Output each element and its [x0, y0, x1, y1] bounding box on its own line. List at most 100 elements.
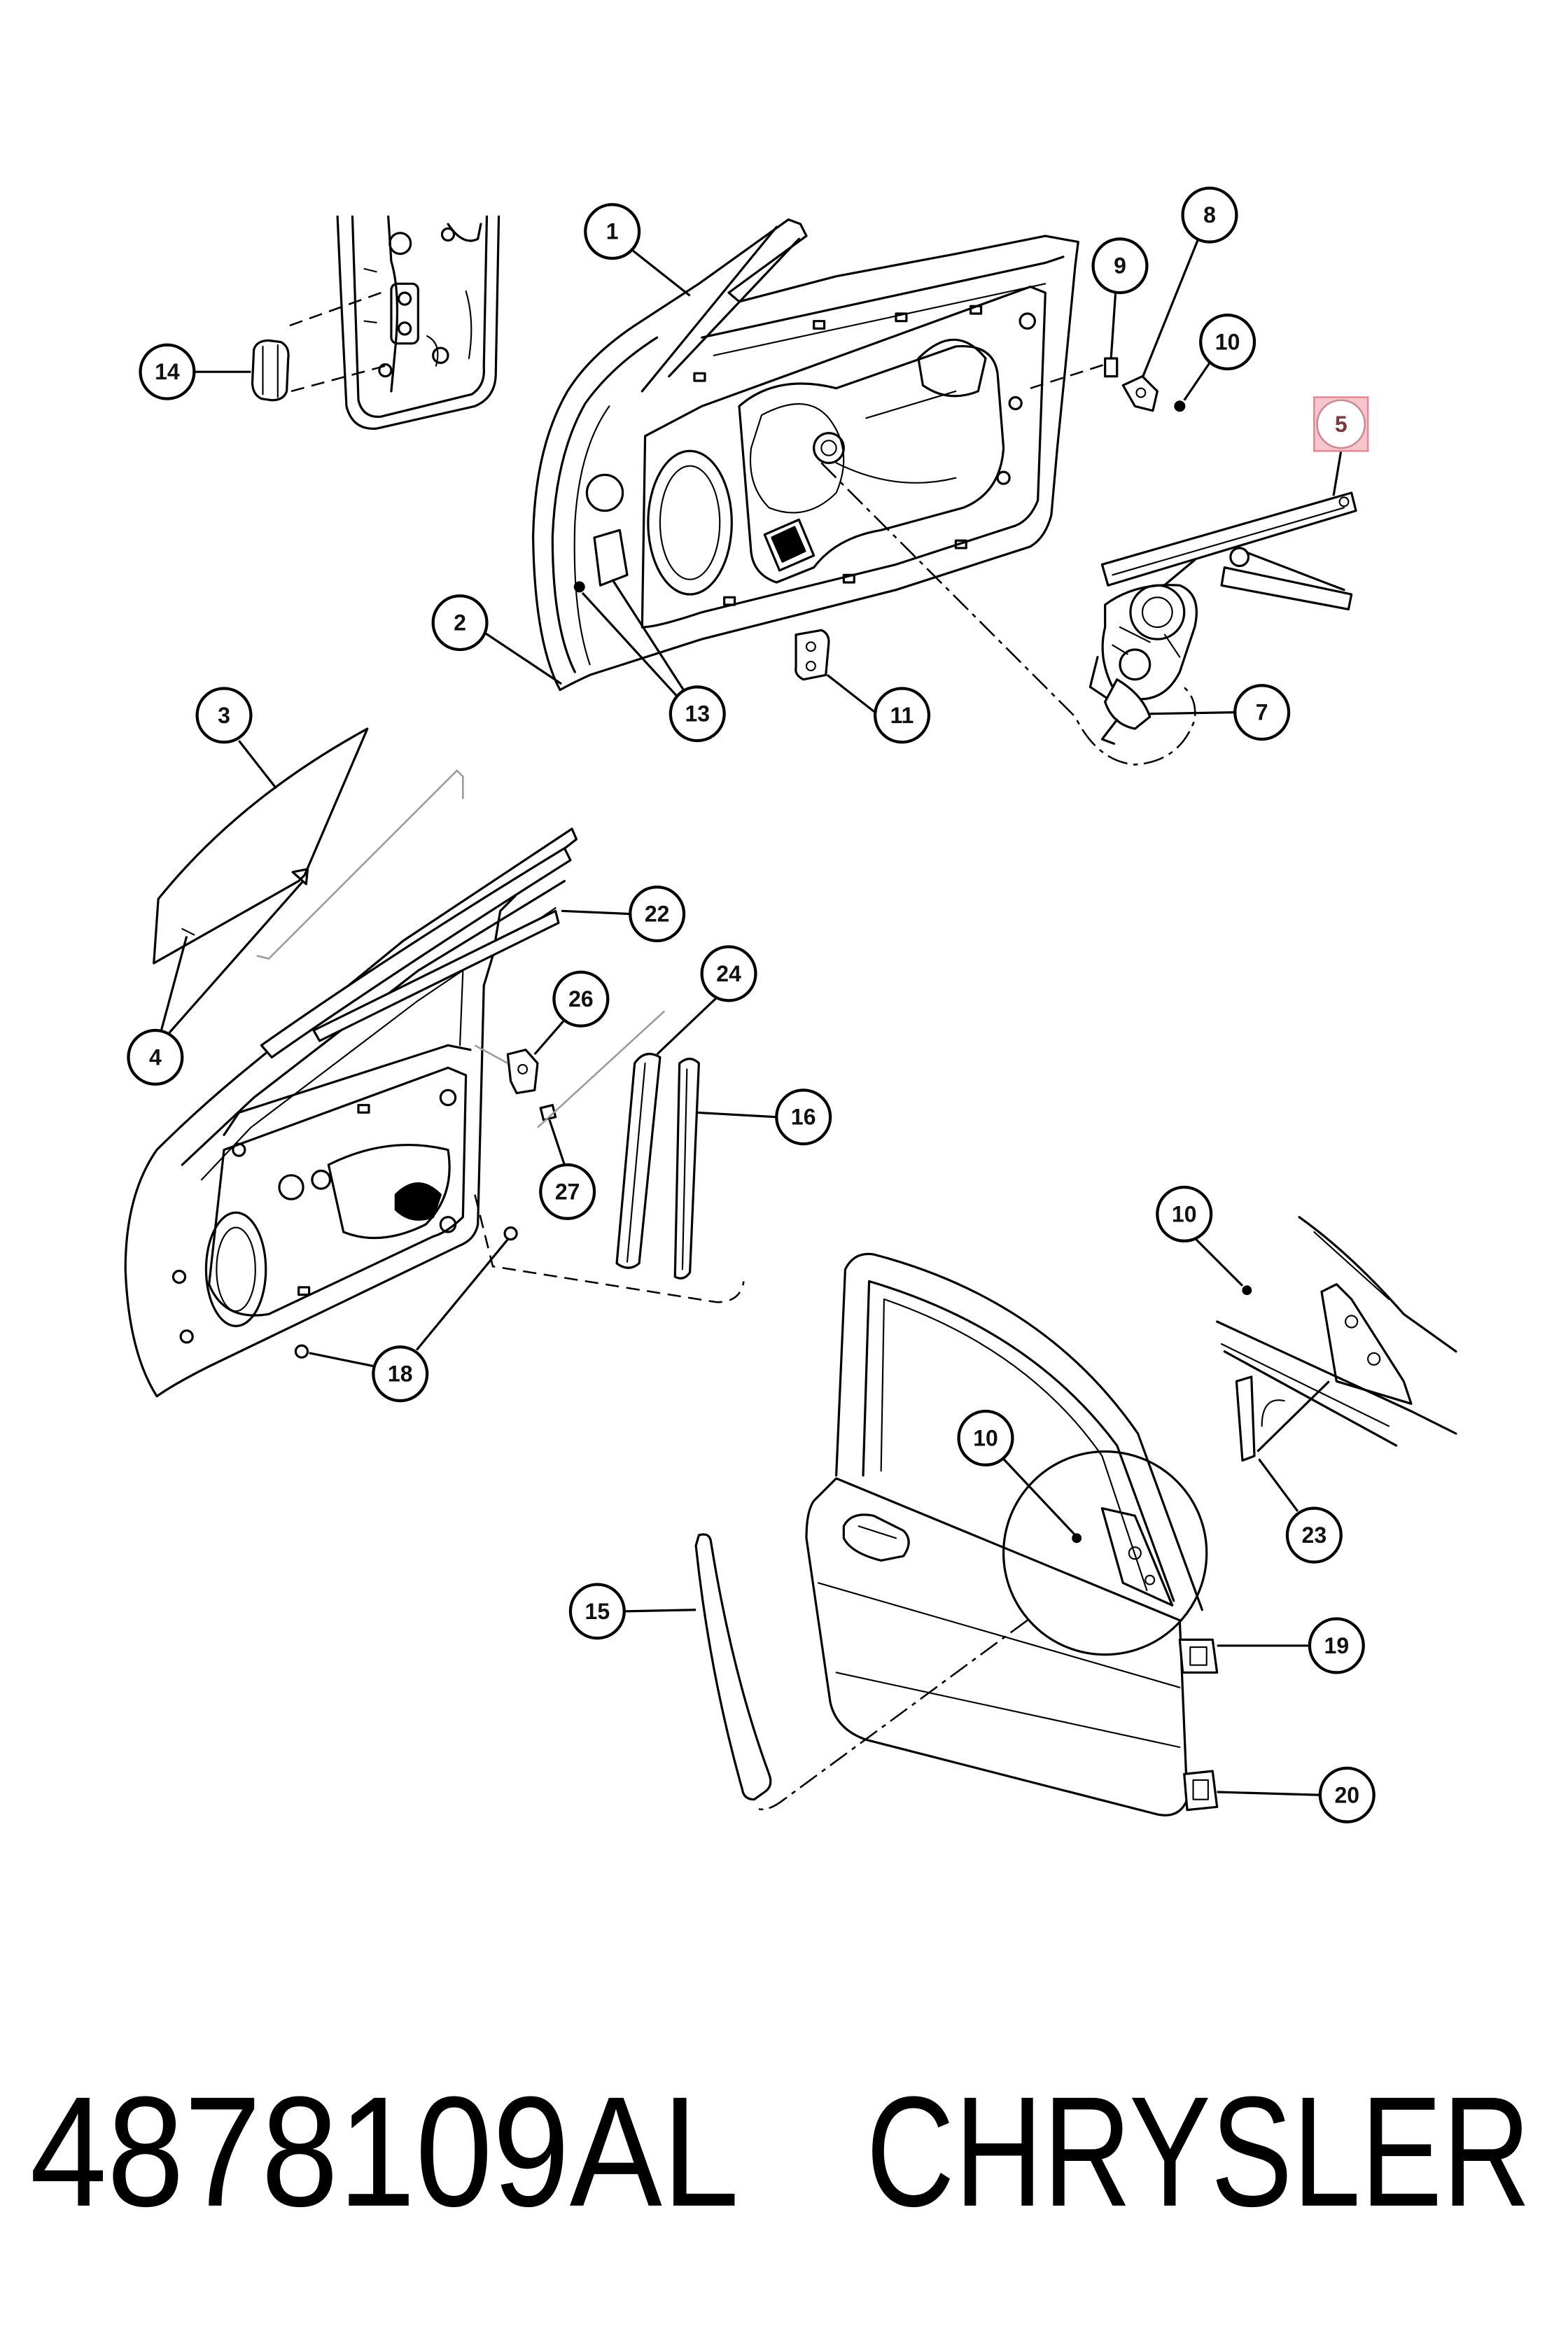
door-outer-view [805, 1252, 1208, 1816]
callout-label: 18 [388, 1362, 413, 1387]
part-7-regulator-motor [1088, 584, 1198, 745]
callout-label: 13 [685, 701, 710, 727]
guide-line-14a [289, 290, 386, 327]
part-10-screw-door [1072, 1533, 1082, 1544]
guide-line-regulator [820, 462, 1196, 766]
callout-label: 10 [1215, 330, 1240, 355]
guide-line-lower-left [474, 1194, 745, 1303]
callout-label: 14 [155, 359, 180, 384]
leader-line-16 [696, 1111, 777, 1119]
callout-label: 27 [555, 1179, 580, 1204]
leader-line-23a [1258, 1458, 1299, 1512]
callout-19: 19 [1308, 1617, 1365, 1674]
callout-label: 9 [1114, 253, 1126, 279]
part-13-clips [573, 528, 629, 593]
callout-5-highlighted: 5 [1313, 396, 1369, 452]
leader-line-13b [611, 578, 687, 694]
guide-line-door-strip [753, 1619, 1028, 1811]
callout-22: 22 [629, 886, 686, 943]
callout-label: 16 [791, 1105, 816, 1130]
leader-line-7 [1149, 711, 1236, 715]
leader-line-18a [309, 1352, 375, 1368]
callout-8: 8 [1181, 186, 1238, 244]
part-8-clip [1121, 375, 1158, 412]
callout-label: 24 [716, 961, 741, 986]
callout-label: 11 [890, 703, 914, 728]
guide-line-24 [537, 1010, 666, 1128]
part-10-screw-top [1174, 400, 1186, 412]
callout-10-door: 10 [957, 1409, 1014, 1466]
callout-26: 26 [552, 970, 610, 1028]
callout-label: 26 [568, 986, 594, 1011]
callout-11: 11 [874, 687, 931, 744]
part-19-upper-hinge [1178, 1638, 1219, 1674]
callout-label: 3 [218, 703, 230, 728]
callout-24: 24 [700, 945, 757, 1002]
callout-3: 3 [195, 687, 253, 744]
part-18-nuts [294, 1226, 518, 1359]
part-10-screw-detail [1242, 1285, 1252, 1296]
callout-label: 2 [454, 610, 466, 636]
part-9-pin [1104, 357, 1119, 378]
callout-label: 22 [645, 902, 670, 927]
callout-label: 5 [1335, 412, 1348, 437]
guide-line-panel-clip [1030, 363, 1106, 389]
part-3-door-glass [153, 727, 369, 965]
leader-line-1 [632, 250, 691, 297]
leader-line-10-top [1183, 362, 1211, 401]
leader-line-8 [1141, 239, 1199, 379]
callout-10-detail: 10 [1156, 1185, 1213, 1242]
part-23-seal [1235, 1376, 1256, 1462]
callout-23: 23 [1285, 1506, 1343, 1564]
callout-label: 10 [973, 1425, 998, 1450]
brand-name: CHRYSLER [866, 2064, 1530, 2239]
part-11-bracket [794, 629, 830, 681]
part-16-channel-strip [673, 1057, 700, 1280]
callout-label: 10 [1172, 1201, 1197, 1226]
callout-label: 19 [1324, 1633, 1350, 1658]
callout-20: 20 [1318, 1766, 1376, 1823]
part-number: 4878109AL [30, 2064, 739, 2239]
part-24-channel-strip [615, 1053, 662, 1269]
callout-10-top: 10 [1199, 314, 1256, 371]
door-latch-area-view [336, 215, 500, 430]
callout-label: 20 [1334, 1782, 1359, 1807]
callout-9: 9 [1091, 237, 1149, 295]
callout-label: 23 [1302, 1522, 1327, 1548]
leader-line-18b [415, 1238, 509, 1351]
callout-label: 15 [585, 1599, 610, 1624]
leader-line-24 [656, 996, 718, 1056]
callout-label: 1 [606, 219, 619, 244]
leader-line-5 [1332, 451, 1343, 496]
part-20-lower-hinge [1183, 1770, 1219, 1812]
glass-ghost-outline [256, 769, 464, 960]
mirror-mount-detail [1216, 1216, 1457, 1447]
leader-line-22 [561, 909, 631, 916]
leader-line-10-detail [1195, 1238, 1244, 1287]
callout-15: 15 [568, 1583, 626, 1640]
part-15-weatherstrip [694, 1533, 772, 1801]
leader-line-9 [1110, 293, 1117, 359]
leader-line-4b [167, 880, 304, 1035]
callout-13: 13 [668, 685, 726, 743]
callout-18: 18 [372, 1345, 429, 1403]
leader-line-23b [1256, 1380, 1330, 1452]
guide-line-26 [474, 1044, 508, 1065]
guide-line-14b [290, 365, 386, 393]
callout-14: 14 [139, 343, 196, 400]
leader-line-11 [826, 674, 876, 713]
leader-line-10-door [1002, 1458, 1077, 1536]
leader-line-15 [624, 1609, 696, 1613]
leader-line-4a [160, 936, 188, 1031]
leader-line-2 [484, 632, 563, 685]
part-26-bracket [506, 1049, 539, 1095]
leader-line-3 [238, 740, 277, 790]
callout-label: 4 [149, 1044, 162, 1070]
callout-4: 4 [127, 1028, 184, 1086]
callout-7: 7 [1233, 684, 1291, 741]
door-inner-assembly-view [124, 827, 578, 1398]
leader-line-13a [581, 592, 680, 700]
leader-line-26 [533, 1019, 566, 1056]
part-14-bumper [251, 339, 290, 402]
